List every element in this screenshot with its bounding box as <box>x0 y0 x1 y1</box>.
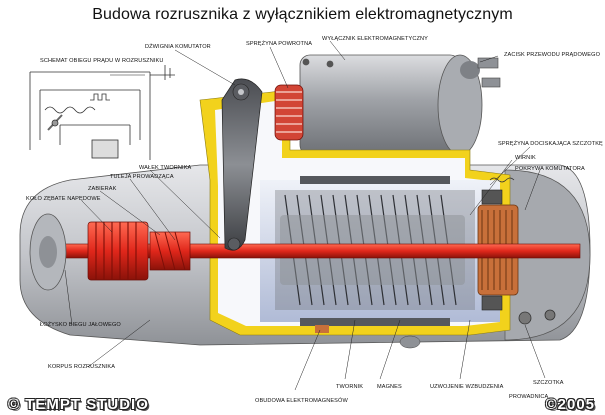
label-armature: TWORNIK <box>336 384 364 390</box>
label-magnet-housing: OBUDOWA ELEKTROMAGNESÓW <box>255 398 348 404</box>
label-guide-sleeve: TULEJA PROWADZĄCA <box>110 174 174 180</box>
label-return-spring: SPRĘŻYNA POWROTNA <box>246 41 313 47</box>
field-magnets <box>300 176 450 349</box>
page-title: Budowa rozrusznika z wyłącznikiem elektr… <box>92 6 513 23</box>
footer: © TEMPT STUDIO ©2005 <box>0 396 605 415</box>
label-brush-spring: SPRĘŻYNA DOCISKAJĄCA SZCZOTKĘ <box>498 141 603 147</box>
label-shaft: WAŁEK TWORNIKA <box>139 165 192 171</box>
circuit-schematic <box>29 65 175 160</box>
year-watermark: ©2005 <box>545 396 595 413</box>
brand-watermark: © TEMPT STUDIO <box>8 396 149 413</box>
return-spring <box>274 84 304 141</box>
label-solenoid: WYŁĄCZNIK ELEKTROMAGNETYCZNY <box>322 36 428 42</box>
label-pinion: KOŁO ZĘBATE NAPĘDOWE <box>26 196 101 202</box>
shift-lever <box>221 78 263 251</box>
front-bearing <box>29 213 67 291</box>
label-guide: PROWADNICA <box>509 394 549 400</box>
solenoid-switch <box>299 54 501 156</box>
label-field-winding: UZWOJENIE WZBUDZENIA <box>430 384 504 390</box>
label-terminal: ZACISK PRZEWODU PRĄDOWEGO <box>504 52 601 58</box>
drive-pinion <box>87 221 191 281</box>
label-freewheel-bearing: ŁOŻYSKO BIEGU JAŁOWEGO <box>40 322 121 328</box>
label-magnet: MAGNES <box>377 384 402 390</box>
label-rotor: WIRNIK <box>515 155 536 161</box>
leader-lines <box>64 40 546 391</box>
label-schematic: SCHEMAT OBIEGU PRĄDU W ROZRUSZNIKU <box>40 58 164 64</box>
label-brush: SZCZOTKA <box>533 380 564 386</box>
label-commutator-cover: POKRYWA KOMUTATORA <box>515 166 585 172</box>
label-lever: DŹWIGNIA KOMUTATOR <box>145 44 211 50</box>
label-driver: ZABIERAK <box>88 186 117 192</box>
brush-spring <box>489 177 556 325</box>
label-housing: KORPUS ROZRUSZNIKA <box>48 364 116 370</box>
